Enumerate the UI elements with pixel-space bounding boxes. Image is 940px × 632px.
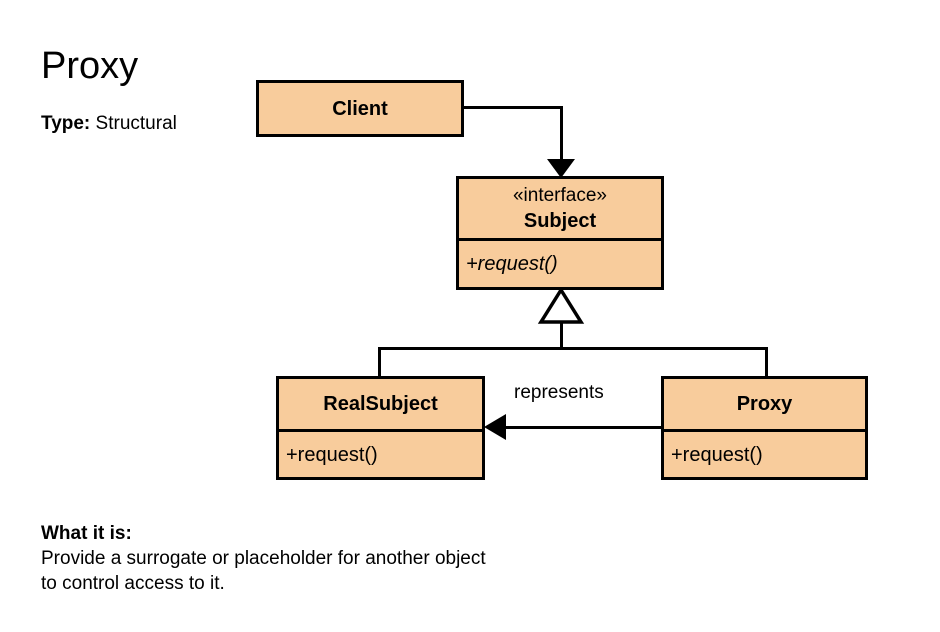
edge-client-to-subject-vertical <box>560 106 563 164</box>
class-member-realsubject-request: +request() <box>286 443 378 466</box>
edge-generalization-drop-proxy <box>765 347 768 378</box>
edge-client-to-subject-horizontal <box>462 106 563 109</box>
class-name-realsubject: RealSubject <box>323 393 438 415</box>
class-member-proxy-request: +request() <box>671 443 763 466</box>
class-box-proxy-header: Proxy <box>664 379 865 429</box>
pattern-type-line: Type: Structural <box>41 112 177 136</box>
class-name-client: Client <box>332 97 388 120</box>
class-box-subject-members: +request() <box>459 238 661 287</box>
class-box-proxy-members: +request() <box>664 429 865 477</box>
class-box-proxy[interactable]: Proxy +request() <box>661 376 868 480</box>
class-box-client-header: Client <box>259 83 461 134</box>
class-member-subject-request: +request() <box>466 253 558 275</box>
pattern-type-label: Type: <box>41 113 91 134</box>
page-title: Proxy <box>41 45 139 87</box>
edge-generalization-stem <box>560 320 563 350</box>
pattern-type-value: Structural <box>95 113 177 134</box>
class-name-proxy: Proxy <box>736 393 793 415</box>
class-box-subject[interactable]: «interface» Subject +request() <box>456 176 664 290</box>
class-name-subject: Subject <box>523 209 597 232</box>
association-label-represents: represents <box>514 382 604 403</box>
description-text: Provide a surrogate or placeholder for a… <box>41 548 486 594</box>
class-box-client[interactable]: Client <box>256 80 464 137</box>
description-block: What it is: Provide a surrogate or place… <box>41 521 501 596</box>
class-box-realsubject[interactable]: RealSubject +request() <box>276 376 485 480</box>
generalization-triangle-icon <box>537 286 585 324</box>
edge-generalization-bar <box>378 347 768 350</box>
edge-proxy-represents-realsubject <box>500 426 663 429</box>
class-box-subject-header: «interface» Subject <box>459 179 661 238</box>
class-box-realsubject-members: +request() <box>279 429 482 477</box>
class-box-realsubject-header: RealSubject <box>279 379 482 429</box>
edge-generalization-drop-realsubject <box>378 347 381 378</box>
description-heading: What it is: <box>41 523 132 544</box>
class-stereotype-subject: «interface» <box>512 184 607 206</box>
